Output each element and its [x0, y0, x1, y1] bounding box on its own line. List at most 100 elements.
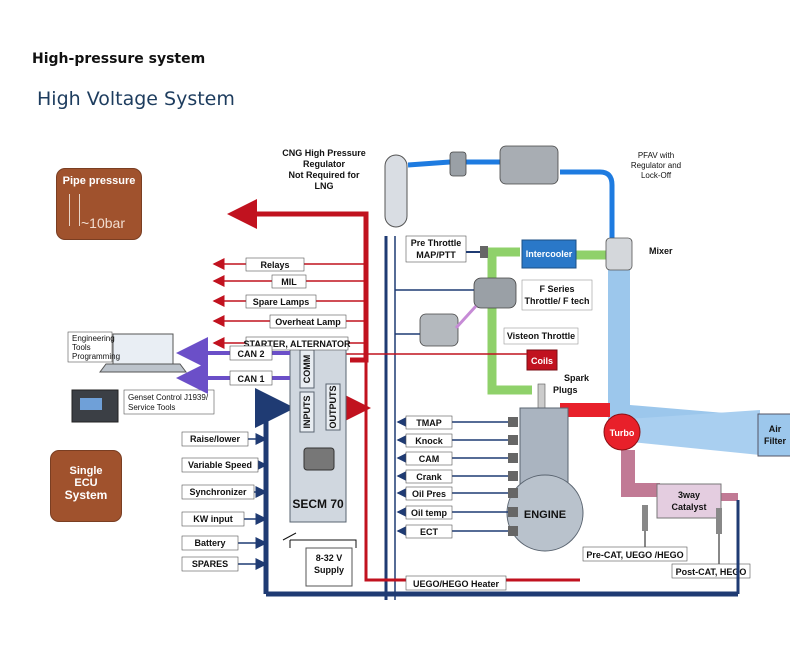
single-ecu-callout: Single ECU System	[50, 450, 122, 522]
output-label-relays: Relays	[260, 260, 289, 270]
turbo-label: Turbo	[610, 428, 635, 438]
input-label-kw-input: KW input	[193, 514, 233, 524]
ecu-module	[289, 345, 347, 523]
catalyst-label-2: Catalyst	[671, 502, 706, 512]
input-box-synchronizer	[181, 484, 255, 500]
output-label-spare-lamps: Spare Lamps	[253, 297, 310, 307]
pre-cat-box	[582, 546, 688, 562]
air-filter-label-1: Air	[769, 424, 782, 434]
sensor-icon-oil-temp	[508, 507, 518, 517]
post-cat-label: Post-CAT, HEGO	[676, 567, 747, 577]
intake-path	[487, 247, 532, 395]
input-box-battery	[181, 535, 239, 551]
sensor-box-crank	[405, 469, 453, 484]
red-heater-wire	[364, 360, 580, 582]
supply-box	[305, 547, 353, 587]
page-subtitle: High Voltage System	[37, 88, 235, 110]
sensor-box-oil-temp	[405, 505, 453, 520]
cng-label-1: CNG High Pressure	[282, 148, 366, 158]
sensor-label-oil-temp: Oil temp	[411, 508, 448, 518]
output-label-overheat-lamp: Overheat Lamp	[275, 317, 341, 327]
spark-plug-icon	[537, 383, 546, 409]
output-box-relays	[245, 257, 305, 272]
pipe-pressure-label: Pipe pressure	[62, 175, 136, 187]
catalyst-box	[656, 483, 722, 519]
cng-label-2: Regulator	[303, 159, 346, 169]
pfav-icon	[499, 145, 559, 185]
output-box-mil	[271, 274, 307, 289]
intercooler-box	[521, 239, 577, 269]
uego-heater-label: UEGO/HEGO Heater	[413, 579, 500, 589]
turbo-icon	[603, 413, 641, 451]
ecu-outputs-box	[325, 383, 341, 431]
input-label-spares: SPARES	[192, 559, 228, 569]
visteon-label-box	[503, 327, 579, 345]
page-title: High-pressure system	[32, 51, 206, 67]
sensor-label-cam: CAM	[419, 454, 440, 464]
cng-label-3: Not Required for	[289, 170, 360, 180]
laptop-label-box	[67, 331, 113, 363]
cng-tank	[384, 154, 408, 228]
post-cat-sensor-icon	[716, 508, 722, 534]
pfav-label-3: Lock-Off	[641, 171, 672, 180]
air-filter-label-2: Filter	[764, 436, 787, 446]
ecu-connector-icon	[303, 447, 335, 471]
air-filter-box	[757, 413, 790, 457]
engine-flywheel	[506, 474, 584, 552]
laptop-screen	[112, 333, 174, 365]
input-label-battery: Battery	[194, 538, 225, 548]
laptop-label-2: Tools	[72, 343, 91, 352]
navy-return-bus	[255, 388, 295, 594]
supply-wire	[289, 539, 357, 548]
laptop-label-3: Programming	[72, 352, 120, 361]
can-box-can-2	[229, 345, 273, 361]
output-box-spare-lamps	[245, 294, 317, 309]
scribble-mark	[69, 194, 80, 226]
pipe-pressure-callout: Pipe pressure ~10bar	[56, 168, 142, 240]
can-box-can-1	[229, 370, 273, 386]
can-label-can-2: CAN 2	[237, 349, 264, 359]
mixer-label: Mixer	[649, 246, 673, 256]
engine-block	[519, 407, 569, 487]
post-cat-box	[671, 563, 751, 579]
pre-throttle-box	[405, 235, 467, 263]
input-label-raise-lower: Raise/lower	[190, 434, 241, 444]
catalyst-label-1: 3way	[678, 490, 700, 500]
ecu-comm-label: COMM	[302, 355, 312, 384]
pfav-label-2: Regulator and	[631, 161, 681, 170]
throttle-label-box	[521, 279, 593, 311]
engine-label: ENGINE	[524, 509, 566, 521]
pre-throttle-label-1: Pre Throttle	[411, 238, 462, 248]
ecu-name: SECM 70	[292, 497, 344, 511]
sensor-icon-cam	[508, 453, 518, 463]
throttle-label-2: Throttle/ F tech	[525, 296, 590, 306]
uego-heater-box	[405, 575, 507, 591]
sensor-label-tmap: TMAP	[416, 418, 442, 428]
coils-label: Coils	[531, 356, 553, 366]
spark-plugs-label-1: Spark	[564, 373, 590, 383]
ecu-inputs-label: INPUTS	[302, 395, 312, 428]
supply-label-1: 8-32 V	[316, 553, 343, 563]
cng-label-4: LNG	[315, 181, 334, 191]
ecu-callout-line-1: Single	[69, 465, 103, 477]
genset-screen	[80, 398, 102, 410]
switch-icon	[282, 532, 297, 541]
genset-label-box	[123, 389, 215, 415]
ecu-inputs-box	[299, 391, 315, 433]
sensor-box-ect	[405, 524, 453, 539]
pre-throttle-sensor	[480, 246, 488, 258]
laptop-base	[99, 363, 187, 373]
pfav-label-1: PFAV with	[638, 151, 674, 160]
intercooler-label: Intercooler	[526, 249, 573, 259]
sensor-icon-tmap	[508, 417, 518, 427]
input-box-raise-lower	[181, 431, 249, 447]
pipe-pressure-value: ~10bar	[81, 215, 125, 231]
input-box-spares	[181, 556, 239, 572]
red-output-bus	[227, 199, 369, 363]
supply-label-2: Supply	[314, 565, 344, 575]
